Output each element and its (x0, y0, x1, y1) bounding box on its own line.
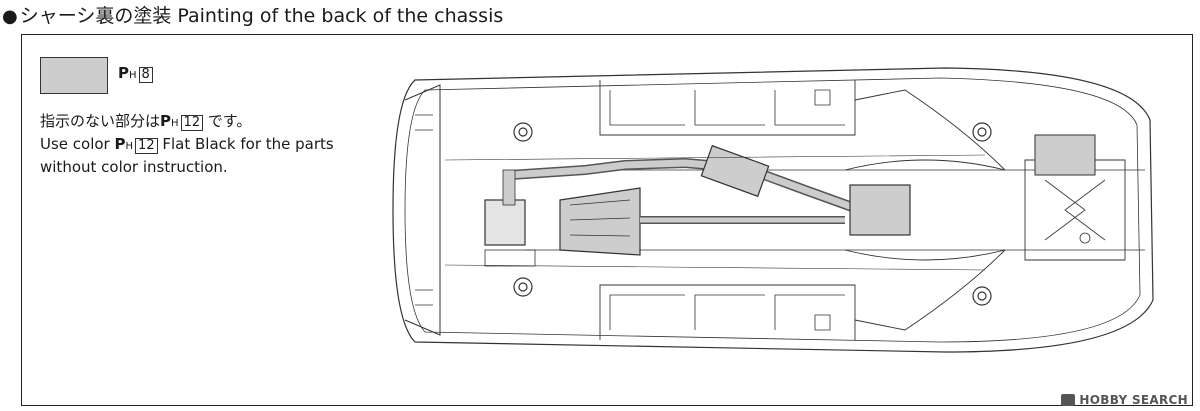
transmission (559, 187, 641, 256)
page-title: ●シャーシ裏の塗装 Painting of the back of the ch… (2, 4, 503, 29)
muffler (849, 184, 911, 236)
bullet-icon: ● (2, 6, 18, 27)
gray-patch-rear (1034, 134, 1096, 176)
chassis-underside-diagram (392, 67, 1154, 353)
paint-number-box: 8 (138, 67, 153, 83)
title-text: シャーシ裏の塗装 Painting of the back of the cha… (19, 5, 504, 27)
note-en-line-2: without color instruction. (40, 158, 228, 176)
oil-pan (484, 199, 526, 246)
chassis-outline (392, 67, 1154, 353)
color-swatch (40, 57, 108, 94)
catalytic-converter (700, 144, 770, 198)
wheel-mount-icon (513, 122, 992, 306)
hobby-search-logo-icon (1061, 394, 1076, 406)
watermark: HOBBY SEARCH (1061, 393, 1188, 407)
instruction-frame (21, 34, 1193, 406)
